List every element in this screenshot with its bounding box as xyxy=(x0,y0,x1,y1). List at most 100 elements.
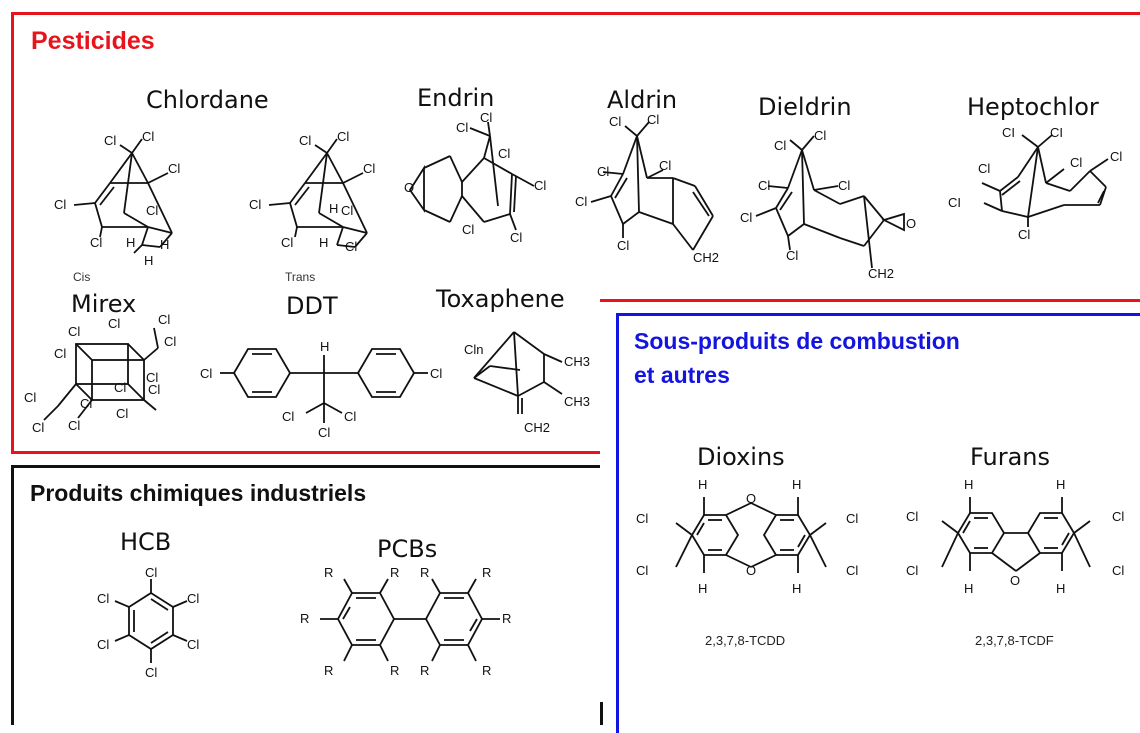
svg-text:Cl: Cl xyxy=(740,210,752,225)
svg-text:R: R xyxy=(420,663,429,678)
isomer-label-cis: Cis xyxy=(73,270,91,284)
svg-text:Cl: Cl xyxy=(846,511,858,526)
svg-text:Cl: Cl xyxy=(430,366,442,381)
svg-text:Cl: Cl xyxy=(116,406,128,421)
svg-text:R: R xyxy=(482,565,491,580)
combustion-title-line1: Sous-produits de combustion xyxy=(634,328,960,354)
dioxin-code: 2,3,7,8-TCDD xyxy=(705,633,786,648)
svg-text:Cln: Cln xyxy=(464,342,484,357)
svg-text:R: R xyxy=(324,663,333,678)
svg-text:R: R xyxy=(300,611,309,626)
svg-text:Cl: Cl xyxy=(456,120,468,135)
svg-text:CI: CI xyxy=(1050,125,1063,140)
svg-text:H: H xyxy=(319,235,328,250)
svg-text:Cl: Cl xyxy=(187,591,199,606)
svg-text:Cl: Cl xyxy=(498,146,510,161)
svg-text:Cl: Cl xyxy=(68,324,80,339)
compound-name-endrin: Endrin xyxy=(417,84,495,112)
svg-text:Cl: Cl xyxy=(32,420,44,435)
svg-text:Cl: Cl xyxy=(145,565,157,580)
svg-text:Cl: Cl xyxy=(906,563,918,578)
svg-text:O: O xyxy=(906,216,916,231)
svg-text:Cl: Cl xyxy=(187,637,199,652)
svg-text:Cl: Cl xyxy=(54,346,66,361)
svg-text:H: H xyxy=(792,581,801,596)
svg-text:Cl: Cl xyxy=(846,563,858,578)
svg-text:Cl: Cl xyxy=(142,129,154,144)
svg-text:Cl: Cl xyxy=(145,665,157,680)
compound-name-ddt: DDT xyxy=(286,292,338,320)
svg-text:Cl: Cl xyxy=(164,334,176,349)
pesticides-title: Pesticides xyxy=(31,27,155,55)
svg-text:Cl: Cl xyxy=(534,178,546,193)
furan-code: 2,3,7,8-TCDF xyxy=(975,633,1054,648)
svg-text:Cl: Cl xyxy=(24,390,36,405)
svg-text:CH3: CH3 xyxy=(564,394,590,409)
compound-name-aldrin: Aldrin xyxy=(607,86,678,114)
svg-text:Cl: Cl xyxy=(659,158,671,173)
svg-text:O: O xyxy=(1010,573,1020,588)
svg-text:H: H xyxy=(320,339,329,354)
svg-text:Cl: Cl xyxy=(146,203,158,218)
svg-text:H: H xyxy=(698,477,707,492)
svg-text:Cl: Cl xyxy=(337,129,349,144)
svg-text:CH2: CH2 xyxy=(524,420,550,435)
svg-text:CI: CI xyxy=(948,195,961,210)
compound-name-heptochlor: Heptochlor xyxy=(967,93,1099,121)
svg-text:Cl: Cl xyxy=(1070,155,1082,170)
svg-text:Cl: Cl xyxy=(636,563,648,578)
svg-text:Cl: Cl xyxy=(462,222,474,237)
svg-text:Cl: Cl xyxy=(758,178,770,193)
svg-text:R: R xyxy=(324,565,333,580)
svg-text:Cl: Cl xyxy=(108,316,120,331)
compound-name-dieldrin: Dieldrin xyxy=(758,93,852,121)
svg-text:CH2: CH2 xyxy=(693,250,719,265)
compound-name-chlordane: Chlordane xyxy=(146,86,269,114)
svg-text:Cl: Cl xyxy=(114,380,126,395)
svg-text:O: O xyxy=(746,491,756,506)
svg-text:H: H xyxy=(698,581,707,596)
svg-text:CI: CI xyxy=(1002,125,1015,140)
svg-text:H: H xyxy=(1056,477,1065,492)
svg-text:Cl: Cl xyxy=(480,110,492,125)
svg-text:Cl: Cl xyxy=(814,128,826,143)
svg-text:Cl: Cl xyxy=(906,509,918,524)
svg-text:R: R xyxy=(420,565,429,580)
svg-text:Cl: Cl xyxy=(90,235,102,250)
svg-text:Cl: Cl xyxy=(80,396,92,411)
svg-text:Cl: Cl xyxy=(363,161,375,176)
svg-text:Cl: Cl xyxy=(510,230,522,245)
combustion-panel-background xyxy=(600,300,1140,702)
combustion-title-line2: et autres xyxy=(634,362,730,388)
svg-text:Cl: Cl xyxy=(1112,563,1124,578)
compound-name-furans: Furans xyxy=(970,443,1050,471)
svg-text:Cl: Cl xyxy=(97,591,109,606)
svg-text:Cl: Cl xyxy=(344,409,356,424)
svg-text:H: H xyxy=(160,237,169,252)
svg-text:Cl: Cl xyxy=(104,133,116,148)
pesticides-panel-edge xyxy=(600,299,1140,302)
svg-text:H: H xyxy=(329,201,338,216)
svg-text:Cl: Cl xyxy=(774,138,786,153)
svg-text:Cl: Cl xyxy=(168,161,180,176)
svg-text:H: H xyxy=(964,477,973,492)
compound-name-hcb: HCB xyxy=(120,528,172,556)
svg-text:Cl: Cl xyxy=(249,197,261,212)
svg-text:Cl: Cl xyxy=(299,133,311,148)
svg-text:Cl: Cl xyxy=(146,370,158,385)
svg-text:H: H xyxy=(144,253,153,268)
svg-text:Cl: Cl xyxy=(148,382,160,397)
compound-name-dioxins: Dioxins xyxy=(697,443,785,471)
svg-text:R: R xyxy=(390,663,399,678)
